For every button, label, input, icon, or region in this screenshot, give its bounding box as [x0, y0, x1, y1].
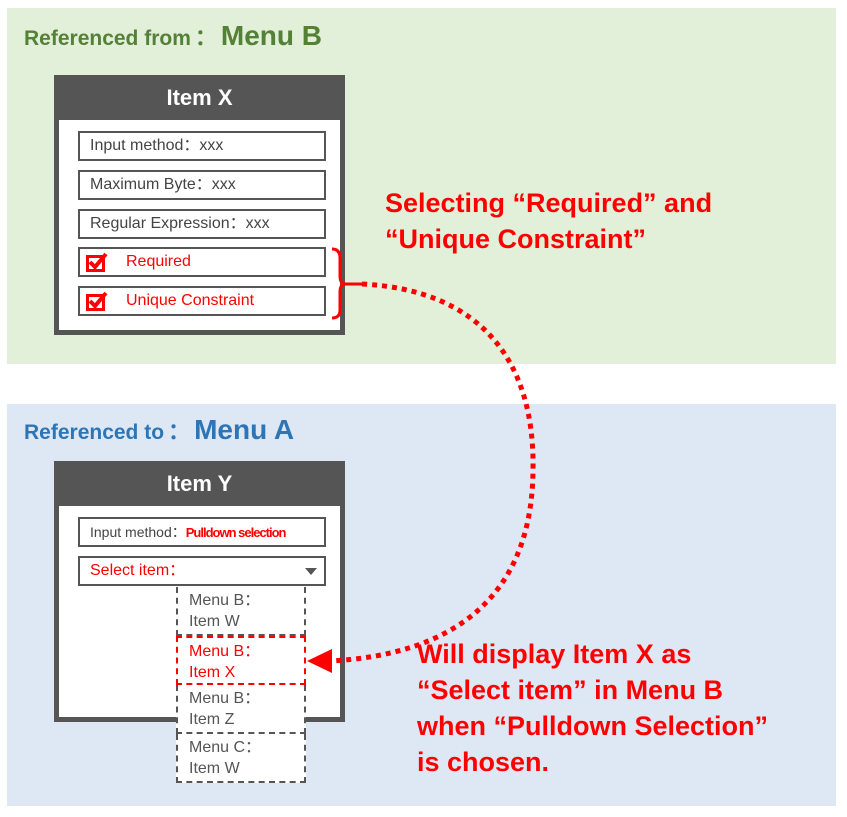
required-label: Required — [126, 253, 191, 270]
item-x-title: Item X — [166, 85, 233, 110]
unique-constraint-label: Unique Constraint — [126, 292, 255, 309]
target-colon: ： — [168, 419, 191, 444]
input-method-label: Input method： — [90, 524, 186, 540]
result-callout: Will display Item X as “Select item” in … — [417, 636, 768, 780]
callout-line: Will display Item X as — [417, 639, 692, 669]
callout-line: Selecting “Required” and — [385, 188, 713, 218]
callout-line: “Unique Constraint” — [385, 224, 646, 254]
checkbox-checked-icon — [86, 252, 108, 272]
required-checkbox[interactable]: Required — [78, 247, 326, 277]
brace-icon — [331, 247, 347, 320]
select-item-label: Select item： — [90, 562, 186, 579]
callout-line: “Select item” in Menu B — [417, 675, 724, 705]
target-label: Referenced to — [24, 421, 165, 444]
dropdown-option[interactable]: Menu C： Item W — [176, 734, 306, 783]
option-item: Item X — [189, 664, 236, 681]
input-method-value: Pulldown selection — [185, 525, 287, 540]
item-x-card: Item X Input method：xxx Maximum Byte：xxx… — [54, 75, 345, 335]
checkbox-checked-icon — [86, 291, 108, 311]
option-item: Item W — [189, 760, 240, 777]
option-menu: Menu C： — [189, 739, 262, 756]
select-item-dropdown[interactable]: Select item： — [78, 556, 326, 586]
dropdown-option[interactable]: Menu B： Item W — [176, 587, 306, 636]
selection-callout: Selecting “Required” and “Unique Constra… — [385, 185, 712, 257]
source-menu-name: Menu B — [220, 20, 323, 51]
option-item: Item W — [189, 613, 240, 630]
regular-expression-field[interactable]: Regular Expression：xxx — [78, 209, 326, 239]
callout-line: is chosen. — [417, 747, 550, 777]
dropdown-option-selected[interactable]: Menu B： Item X — [176, 636, 306, 685]
target-panel-title: Referenced to：Menu A — [24, 414, 294, 446]
item-y-title: Item Y — [166, 471, 233, 496]
dotted-arrow-path — [329, 281, 536, 664]
dropdown-arrow-icon[interactable] — [305, 568, 317, 575]
dropdown-list: Menu B： Item W Menu B： Item X Menu B： It… — [176, 587, 306, 783]
source-panel-title: Referenced from：Menu B — [24, 20, 322, 52]
maximum-byte-field[interactable]: Maximum Byte：xxx — [78, 170, 326, 200]
source-label: Referenced from — [24, 27, 191, 50]
option-menu: Menu B： — [189, 690, 261, 707]
unique-constraint-checkbox[interactable]: Unique Constraint — [78, 286, 326, 316]
option-menu: Menu B： — [189, 643, 261, 660]
input-method-field[interactable]: Input method：Pulldown selection — [78, 517, 326, 547]
option-item: Item Z — [189, 711, 235, 728]
item-x-body: Input method：xxx Maximum Byte：xxx Regula… — [59, 120, 340, 330]
callout-line: when “Pulldown Selection” — [417, 711, 769, 741]
target-menu-name: Menu A — [194, 414, 295, 445]
arrow-head-icon — [307, 649, 332, 673]
source-colon: ： — [194, 25, 217, 50]
option-menu: Menu B： — [189, 592, 261, 609]
dropdown-option[interactable]: Menu B： Item Z — [176, 685, 306, 734]
input-method-field[interactable]: Input method：xxx — [78, 131, 326, 161]
